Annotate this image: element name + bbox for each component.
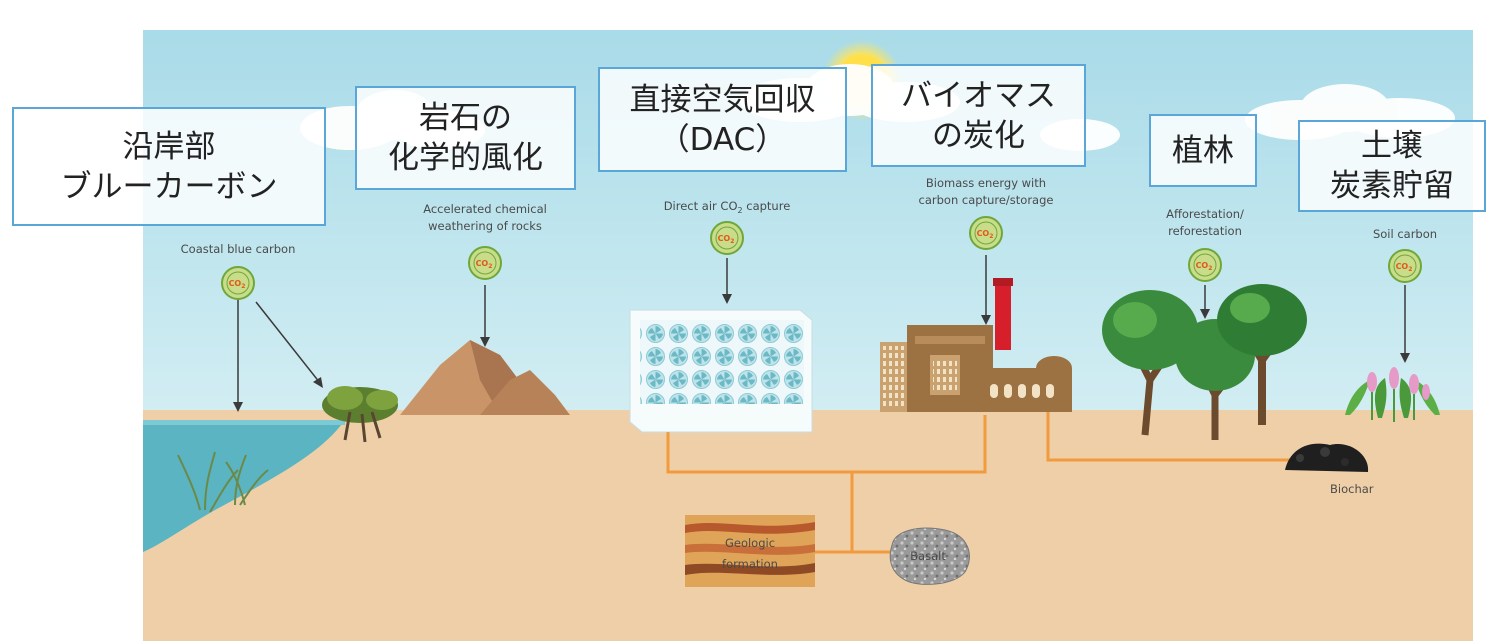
seagrass <box>177 451 269 513</box>
caption-geologic-formation: Geologic <box>725 536 775 550</box>
label-line: 岩石の <box>419 100 512 136</box>
co2-badge: CO2 <box>468 246 502 280</box>
caption-weathering: weathering of rocks <box>428 219 542 233</box>
co2-badge-text: CO2 <box>476 259 493 270</box>
co2-badge-text: CO2 <box>1196 261 1213 272</box>
dac-unit <box>629 309 813 433</box>
co2-badge: CO2 <box>1388 249 1422 283</box>
geologic-formation: Geologic formation <box>685 515 815 587</box>
co2-badge: CO2 <box>710 221 744 255</box>
sea <box>143 420 345 552</box>
co2-badge-text: CO2 <box>1396 262 1413 273</box>
label-soil-carbon: 土壌 炭素貯留 <box>1298 120 1486 212</box>
label-line: バイオマス <box>901 77 1056 114</box>
caption-forest: Afforestation/ <box>1166 207 1244 221</box>
label-line: 沿岸部 <box>122 128 216 165</box>
caption-dac: Direct air CO2 capture <box>664 199 791 215</box>
caption-geologic-formation: formation <box>722 557 778 571</box>
co2-badge: CO2 <box>1188 248 1222 282</box>
caption-biomass: Biomass energy with <box>926 176 1046 190</box>
co2-badge-text: CO2 <box>977 229 994 240</box>
biochar-pile: Biochar <box>1285 443 1374 496</box>
soil-plants <box>1345 367 1440 422</box>
storage-pipes <box>666 412 1290 554</box>
label-coastal-blue-carbon: 沿岸部 ブルーカーボン <box>12 107 326 226</box>
caption-biomass: carbon capture/storage <box>919 193 1054 207</box>
co2-badge: CO2 <box>969 216 1003 250</box>
trees <box>1102 284 1307 440</box>
caption-biochar: Biochar <box>1330 482 1374 496</box>
caption-soil: Soil carbon <box>1373 227 1437 241</box>
english-labels: Coastal blue carbon Accelerated chemical… <box>181 176 1437 256</box>
label-rock-weathering: 岩石の 化学的風化 <box>355 86 576 190</box>
label-line: 直接空気回収 <box>629 81 816 118</box>
co2-badge-text: CO2 <box>229 279 246 290</box>
caption-basalt: Basalt <box>910 549 946 563</box>
label-line: 炭素貯留 <box>1330 168 1454 204</box>
basalt-rock: Basalt <box>889 527 970 585</box>
caption-forest: reforestation <box>1168 224 1242 238</box>
label-line: 土壌 <box>1361 128 1423 164</box>
label-line: の炭化 <box>932 117 1025 154</box>
label-line: 植林 <box>1172 132 1234 169</box>
rock-mountains <box>400 340 570 415</box>
capture-arrows <box>233 255 1410 412</box>
caption-coastal: Coastal blue carbon <box>181 242 296 256</box>
label-afforestation: 植林 <box>1149 114 1257 187</box>
label-line: （DAC） <box>658 121 787 158</box>
co2-badge-text: CO2 <box>718 234 735 245</box>
label-line: 化学的風化 <box>388 140 543 176</box>
caption-weathering: Accelerated chemical <box>423 202 547 216</box>
co2-badge: CO2 <box>221 266 255 300</box>
power-plant <box>880 278 1072 412</box>
mangrove <box>322 386 398 443</box>
label-biomass-carbonization: バイオマス の炭化 <box>871 64 1086 167</box>
label-dac: 直接空気回収 （DAC） <box>598 67 847 172</box>
label-line: ブルーカーボン <box>60 168 278 205</box>
